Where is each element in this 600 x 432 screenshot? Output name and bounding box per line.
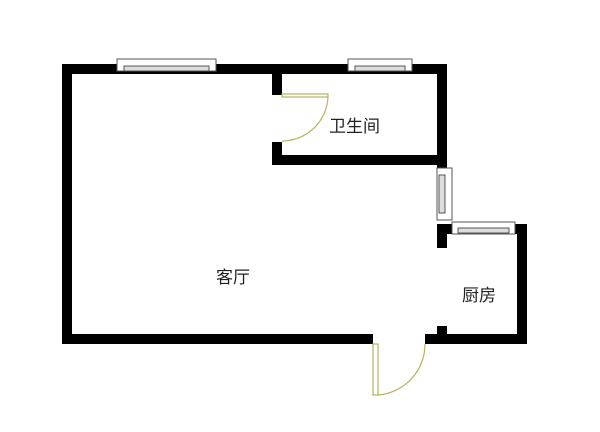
room-label-kitchen: 厨房	[462, 286, 496, 306]
wall-kitchen-right	[517, 224, 527, 344]
wall-bathroom-left-upper	[272, 64, 282, 95]
window-right	[436, 167, 453, 221]
window-bathroom-top	[347, 58, 413, 72]
wall-bathroom-right	[437, 64, 447, 165]
walls	[62, 64, 527, 344]
doors	[281, 93, 426, 396]
windows	[116, 58, 516, 235]
wall-bottom-right	[425, 334, 527, 344]
wall-kitchen-stub-top	[437, 224, 447, 248]
wall-bathroom-bottom	[272, 155, 447, 165]
wall-kitchen-stub-bottom	[437, 326, 447, 344]
door-entrance	[372, 343, 426, 396]
wall-left	[62, 64, 72, 344]
window-living-top	[116, 58, 217, 72]
wall-right-upper	[437, 160, 447, 168]
wall-bathroom-left-lower	[272, 142, 282, 165]
window-kitchen-top	[451, 221, 516, 235]
wall-top	[62, 64, 447, 74]
wall-bottom-left	[62, 334, 373, 344]
room-label-living-room: 客厅	[216, 268, 250, 288]
door-bathroom	[281, 93, 329, 142]
room-label-bathroom: 卫生间	[329, 117, 380, 137]
